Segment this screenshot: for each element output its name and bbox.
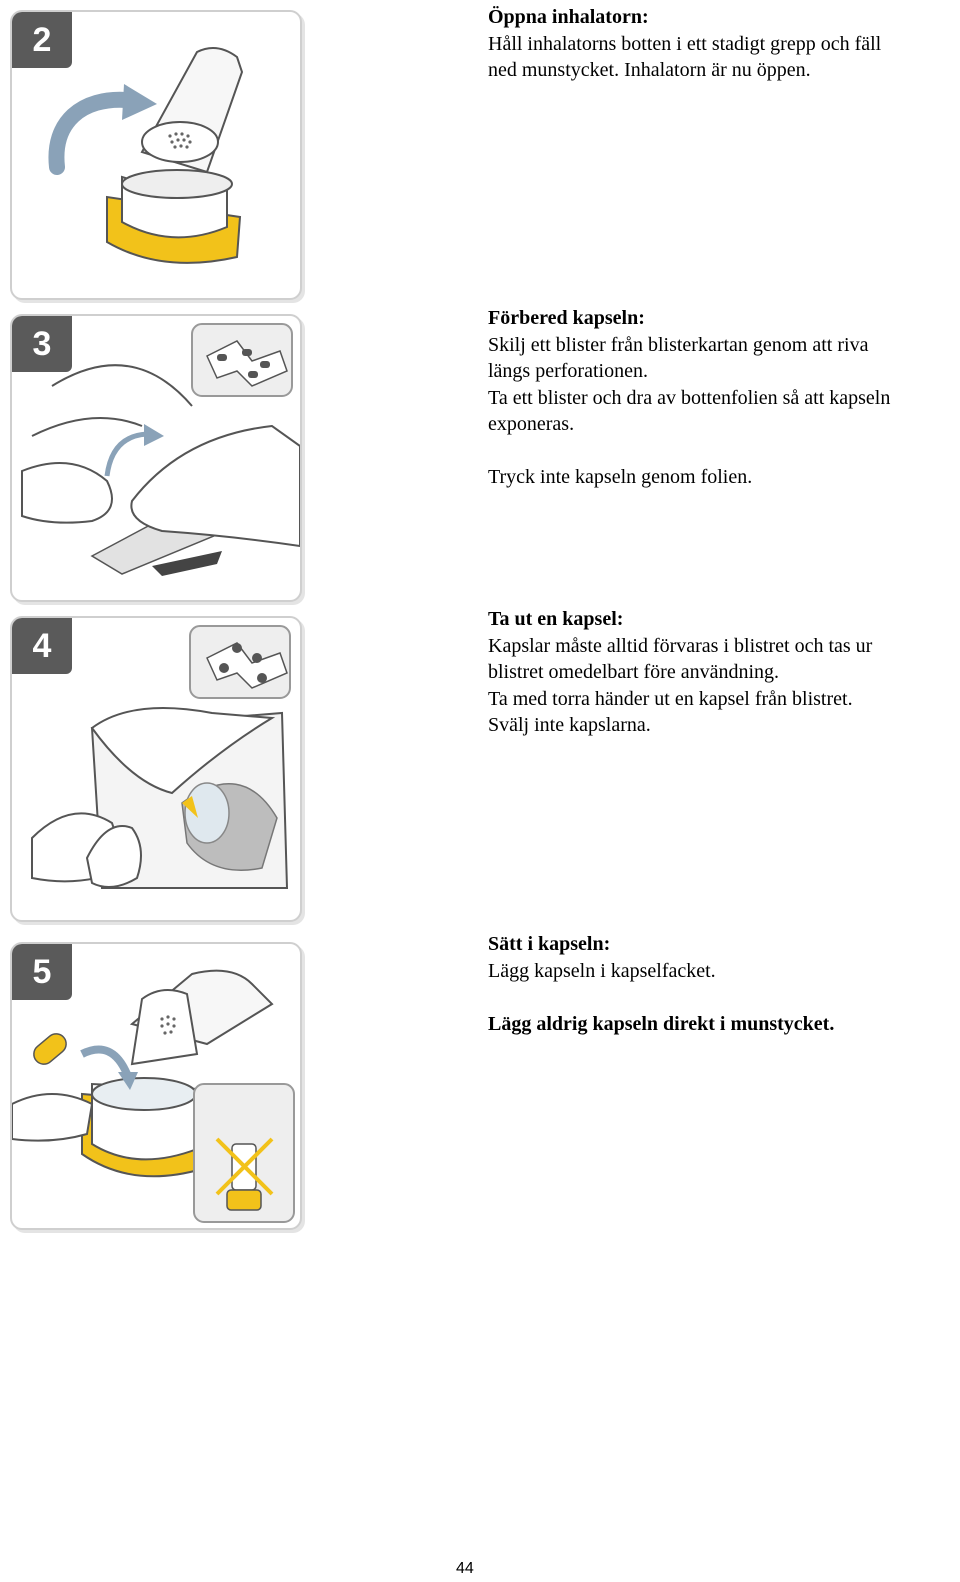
- step-line: Kapslar måste alltid förvaras i blistret…: [488, 634, 873, 657]
- step-title: Sätt i kapseln:: [488, 933, 611, 955]
- step-line: Skilj ett blister från blisterkartan gen…: [488, 333, 869, 356]
- step-5-text: Sätt i kapseln: Lägg kapseln i kapselfac…: [488, 931, 958, 1037]
- step-2-illustration: 2: [10, 10, 302, 300]
- step-line: längs perforationen.: [488, 360, 648, 382]
- step-3-illustration: 3: [10, 314, 302, 602]
- step-line: Ta ett blister och dra av bottenfolien s…: [488, 386, 891, 409]
- step-warning: Lägg aldrig kapseln direkt i munstycket.: [488, 1012, 835, 1035]
- step-number-badge: 4: [12, 618, 72, 674]
- step-3-text: Förbered kapseln: Skilj ett blister från…: [488, 305, 958, 491]
- step-line: ned munstycket. Inhalatorn är nu öppen.: [488, 59, 811, 81]
- step-number-badge: 5: [12, 944, 72, 1000]
- step-4-illustration: 4: [10, 616, 302, 922]
- step-line: Ta med torra händer ut en kapsel från bl…: [488, 687, 853, 710]
- page-number: 44: [456, 1560, 474, 1577]
- step-5-illustration: 5: [10, 942, 302, 1230]
- step-line: Lägg kapseln i kapselfacket.: [488, 959, 716, 982]
- capsule-insert-illustration: [12, 969, 295, 1223]
- step-title: Öppna inhalatorn:: [488, 6, 649, 28]
- capsule-removal-illustration: [31, 625, 291, 889]
- step-number-badge: 2: [12, 12, 72, 68]
- step-note: Tryck inte kapseln genom folien.: [488, 466, 753, 488]
- inhaler-open-illustration: [48, 47, 244, 264]
- step-number-badge: 3: [12, 316, 72, 372]
- step-line: Håll inhalatorns botten i ett stadigt gr…: [488, 32, 882, 55]
- step-line: blistret omedelbart före användning.: [488, 661, 780, 683]
- step-title: Förbered kapseln:: [488, 307, 645, 329]
- step-line: exponeras.: [488, 413, 575, 435]
- blister-peel-illustration: [21, 323, 300, 576]
- step-title: Ta ut en kapsel:: [488, 608, 624, 630]
- step-4-text: Ta ut en kapsel: Kapslar måste alltid fö…: [488, 606, 958, 739]
- step-line: Svälj inte kapslarna.: [488, 714, 651, 736]
- step-2-text: Öppna inhalatorn: Håll inhalatorns botte…: [488, 4, 958, 84]
